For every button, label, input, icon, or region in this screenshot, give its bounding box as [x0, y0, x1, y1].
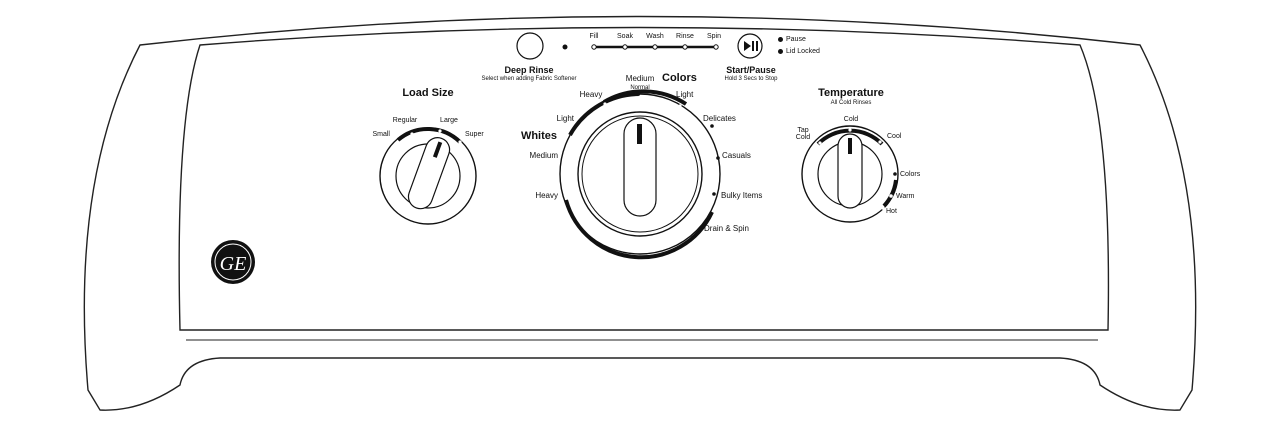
load-size-knob[interactable]: [379, 126, 477, 225]
temperature-option-cool: Cool: [887, 133, 902, 140]
load-size-option-large: Large: [440, 117, 458, 124]
temperature-option-hot: Hot: [886, 208, 897, 215]
cycle-colors-title: Colors: [662, 72, 697, 84]
lid-locked-indicator: Lid Locked: [778, 48, 820, 55]
pause-bar-icon: [752, 41, 754, 51]
temperature-option-colors: Colors: [900, 171, 921, 178]
pause-indicator: Pause: [778, 36, 806, 43]
load-size-marks: [395, 129, 462, 146]
cycle-option-colors-light: Light: [676, 90, 694, 99]
cycle-option-drain-spin: Drain & Spin: [704, 224, 749, 233]
stage-label-spin: Spin: [706, 33, 722, 40]
load-size-option-small: Small: [372, 131, 390, 138]
lid-locked-indicator-label: Lid Locked: [786, 48, 820, 55]
stage-label-fill: Fill: [589, 33, 599, 40]
lid-locked-light-icon: [778, 49, 783, 54]
stage-label-wash: Wash: [646, 33, 664, 40]
deep-rinse-light: [562, 44, 568, 50]
pause-light-icon: [778, 37, 783, 42]
start-pause-button[interactable]: [737, 33, 763, 59]
temperature-option-tap-cold: Tap Cold: [795, 127, 811, 141]
deep-rinse-button[interactable]: [516, 32, 544, 60]
load-size-option-super: Super: [465, 131, 484, 138]
cycle-option-bulky-items: Bulky Items: [721, 191, 763, 200]
load-size-title: Load Size: [402, 87, 454, 99]
cycle-option-casuals: Casuals: [722, 151, 751, 160]
cycle-option-colors-normal: Normal: [630, 85, 650, 91]
cycle-option-whites-light: Light: [556, 114, 574, 123]
play-icon: [744, 41, 751, 51]
temperature-marks: [818, 128, 897, 210]
cycle-option-delicates: Delicates: [703, 114, 736, 123]
pause-indicator-label: Pause: [786, 36, 806, 43]
control-face: [178, 26, 1110, 331]
cycle-option-whites-medium: Medium: [529, 151, 558, 160]
deep-rinse-label: Deep Rinse: [504, 65, 554, 75]
deep-rinse-sublabel: Select when adding Fabric Softener: [481, 76, 577, 82]
temperature-option-warm: Warm: [896, 193, 915, 200]
start-pause-label: Start/Pause: [726, 65, 776, 75]
temperature-title: Temperature: [818, 87, 884, 99]
ge-logo-icon: GE: [211, 240, 255, 284]
stage-label-soak: Soak: [617, 33, 633, 40]
pause-bar-icon: [756, 41, 758, 51]
cycle-option-whites-heavy: Heavy: [535, 191, 558, 200]
load-size-option-regular: Regular: [392, 117, 418, 124]
stage-label-rinse: Rinse: [676, 33, 694, 40]
temperature-subtitle: All Cold Rinses: [830, 100, 872, 106]
cycle-status-lights: [591, 44, 719, 50]
cycle-marks: [564, 95, 720, 196]
cycle-knob[interactable]: [559, 89, 721, 260]
svg-text:GE: GE: [220, 253, 247, 275]
cycle-option-colors-heavy: Heavy: [579, 90, 603, 99]
cycle-whites-title: Whites: [520, 130, 557, 142]
cycle-option-colors-medium: Medium: [625, 74, 655, 83]
start-pause-sublabel: Hold 3 Secs to Stop: [724, 76, 778, 82]
temperature-option-cold: Cold: [843, 116, 859, 123]
temperature-knob[interactable]: [801, 125, 899, 223]
